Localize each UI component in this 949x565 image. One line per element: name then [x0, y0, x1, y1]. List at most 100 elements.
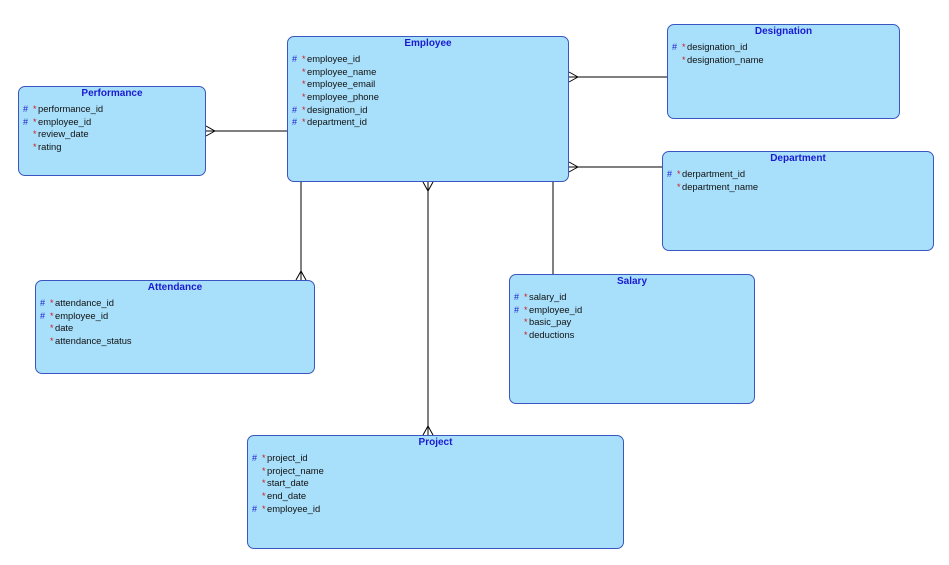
attribute-list: # *designation_id *designation_name: [668, 41, 899, 66]
attribute-name: review_date: [38, 128, 89, 140]
attribute-row: #*employee_id: [288, 53, 568, 66]
crows-foot-mark: [295, 270, 302, 281]
attribute-name: employee_id: [55, 309, 109, 321]
entity-title: Attendance: [147, 282, 203, 293]
crows-foot-mark: [568, 161, 579, 168]
required-marker: *: [302, 92, 306, 103]
attribute-row: *attendance_status: [36, 335, 314, 348]
required-marker: *: [524, 330, 528, 341]
attribute-list: #*employee_id*employee_name*employee_ema…: [288, 53, 568, 129]
attribute-name: performance_id: [38, 103, 104, 114]
attribute-row: *designation_name: [668, 54, 899, 67]
required-marker: *: [33, 104, 37, 114]
attribute-row: # *derpartment_id: [663, 168, 933, 181]
required-marker: *: [677, 169, 681, 179]
attribute-row: #*employee_id: [19, 116, 205, 129]
required-marker: *: [677, 181, 681, 192]
attribute-row: # *department_id: [288, 116, 568, 129]
primary-key-marker: #: [40, 298, 46, 308]
attribute-row: *employee_name: [288, 66, 568, 79]
required-marker: *: [682, 42, 686, 52]
required-marker: *: [302, 117, 306, 128]
attribute-row: *start_date: [248, 477, 623, 490]
crows-foot-mark: [427, 181, 434, 192]
primary-key-marker: #: [292, 54, 298, 64]
attribute-name: attendance_id: [55, 297, 114, 308]
entity-title: Performance: [81, 88, 143, 99]
attribute-list: #*attendance_id#*employee_id*date*attend…: [36, 297, 314, 348]
entity-project[interactable]: Project #*project_id*project_name*start_…: [247, 435, 624, 549]
entity-title: Project: [418, 437, 453, 448]
primary-key-marker: #: [252, 453, 258, 463]
primary-key-marker: #: [514, 304, 520, 315]
entity-employee[interactable]: Employee #*employee_id*employee_name*emp…: [287, 36, 569, 182]
attribute-name: project_id: [267, 452, 308, 463]
entity-performance[interactable]: Performance #*performance_id#*employee_i…: [18, 86, 206, 176]
attribute-name: employee_name: [307, 65, 377, 77]
attribute-name: derpartment_id: [682, 168, 746, 179]
primary-key-marker: #: [292, 104, 298, 115]
attribute-row: *department_name: [663, 181, 933, 194]
attribute-row: # *employee_id: [36, 310, 314, 323]
crows-foot-mark: [422, 425, 429, 436]
primary-key-marker: #: [252, 503, 258, 514]
crows-foot-mark: [205, 130, 216, 137]
attribute-name: project_name: [267, 464, 324, 476]
required-marker: *: [524, 304, 528, 315]
primary-key-marker: #: [514, 292, 520, 302]
required-marker: *: [682, 54, 686, 65]
attribute-name: designation_id: [307, 103, 368, 115]
required-marker: *: [524, 317, 528, 328]
required-marker: *: [262, 478, 266, 489]
required-marker: *: [302, 79, 306, 90]
required-marker: *: [262, 503, 266, 514]
attribute-row: # *designation_id: [668, 41, 899, 54]
entity-department[interactable]: Department #*derpartment_id*department_n…: [662, 151, 934, 251]
attribute-name: employee_id: [267, 502, 321, 514]
attribute-name: department_id: [307, 116, 367, 128]
required-marker: *: [33, 129, 37, 140]
primary-key-marker: #: [40, 310, 46, 321]
required-marker: *: [524, 292, 528, 302]
required-marker: *: [262, 465, 266, 476]
attribute-name: employee_phone: [307, 91, 379, 103]
primary-key-marker: #: [672, 42, 678, 52]
attribute-name: start_date: [267, 477, 309, 489]
attribute-list: #*performance_id#*employee_id*review_dat…: [19, 103, 205, 154]
entity-designation[interactable]: Designation #*designation_id*designation…: [667, 24, 900, 119]
primary-key-marker: #: [667, 169, 673, 179]
attribute-name: deductions: [529, 329, 575, 341]
primary-key-marker: #: [23, 104, 29, 114]
required-marker: *: [302, 54, 306, 64]
crows-foot-mark: [205, 125, 216, 132]
attribute-row: *rating: [19, 141, 205, 154]
required-marker: *: [50, 310, 54, 321]
attribute-row: *basic_pay: [510, 316, 754, 329]
attribute-row: *deductions: [510, 329, 754, 342]
required-marker: *: [50, 323, 54, 334]
attribute-row: *date: [36, 322, 314, 335]
attribute-row: #*attendance_id: [36, 297, 314, 310]
crows-foot-mark: [568, 76, 579, 83]
attribute-row: *project_name: [248, 465, 623, 478]
entity-salary[interactable]: Salary #*salary_id#*employee_id*basic_pa…: [509, 274, 755, 404]
crows-foot-mark: [422, 181, 429, 192]
attribute-row: *end_date: [248, 490, 623, 503]
attribute-row: *review_date: [19, 128, 205, 141]
required-marker: *: [262, 453, 266, 463]
primary-key-marker: #: [23, 116, 29, 127]
required-marker: *: [50, 336, 54, 347]
entity-title: Salary: [616, 276, 648, 287]
attribute-name: designation_id: [687, 41, 748, 52]
crows-foot-mark: [300, 270, 307, 281]
entity-attendance[interactable]: Attendance #*attendance_id#*employee_id*…: [35, 280, 315, 374]
attribute-list: #*project_id*project_name*start_date*end…: [248, 452, 623, 515]
required-marker: *: [302, 104, 306, 115]
crows-foot-mark: [568, 166, 579, 173]
attribute-row: #*employee_id: [510, 304, 754, 317]
attribute-name: employee_email: [307, 78, 376, 90]
attribute-list: #*salary_id#*employee_id*basic_pay*deduc…: [510, 291, 754, 342]
primary-key-marker: #: [292, 117, 298, 128]
